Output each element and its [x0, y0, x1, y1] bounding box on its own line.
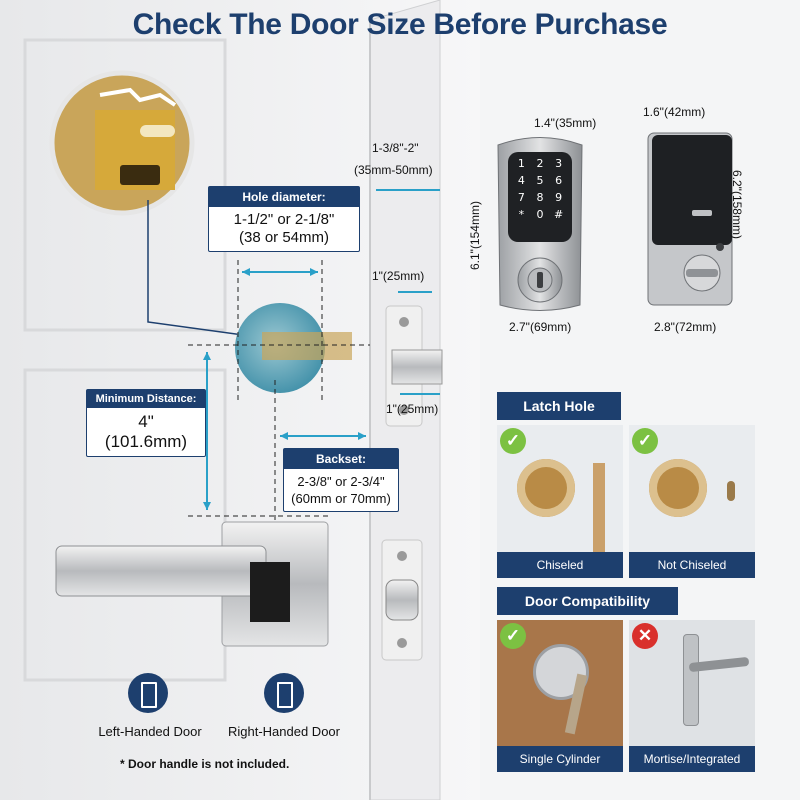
- latch-hole-label-not-chiseled: Not Chiseled: [629, 552, 755, 578]
- hole-diameter-imperial: 1-1/2" or 2-1/8": [233, 211, 335, 228]
- interior-height-dim: 6.2"(158mm): [730, 170, 744, 239]
- keypad-key: *: [518, 208, 525, 221]
- min-distance-value: 4" (101.6mm): [87, 408, 205, 456]
- page-title: Check The Door Size Before Purchase: [132, 8, 668, 41]
- latch-bolt: [391, 349, 443, 385]
- lever-handle: [55, 545, 267, 597]
- latch-hole-card-chiseled: ✓ Chiseled: [497, 425, 623, 578]
- door-compat-card-single-cylinder: ✓ Single Cylinder: [497, 620, 623, 772]
- left-handed-door-icon: [128, 673, 168, 713]
- exterior-depth-dim: 1.4"(35mm): [534, 116, 597, 130]
- keypad-key: 9: [555, 191, 563, 204]
- latch-hole-heading: Latch Hole: [497, 392, 621, 420]
- interior-width-dim: 2.8"(72mm): [654, 320, 717, 334]
- keypad-key: 0: [536, 208, 544, 221]
- door-compat-label-mortise: Mortise/Integrated: [629, 746, 755, 772]
- keypad-key: 3: [555, 157, 563, 170]
- door-illustration: [0, 0, 480, 800]
- check-badge-icon: ✓: [632, 428, 658, 454]
- keypad-key: 4: [517, 174, 525, 187]
- check-badge-icon: ✓: [500, 428, 526, 454]
- min-distance-metric: (101.6mm): [104, 432, 188, 451]
- door-thickness-imperial: 1-3/8"-2": [372, 141, 419, 155]
- door-thickness-metric: (35mm-50mm): [354, 163, 433, 177]
- check-badge-icon: ✓: [500, 623, 526, 649]
- interior-depth-dim: 1.6"(42mm): [643, 105, 706, 119]
- backset-imperial: 2-3/8" or 2-3/4": [297, 474, 385, 489]
- keypad-key: 1: [517, 157, 525, 170]
- latch-depth-dim: 1"(25mm): [386, 402, 439, 416]
- hole-diameter-value: 1-1/2" or 2-1/8" (38 or 54mm): [209, 207, 359, 251]
- keypad-key: 8: [536, 191, 544, 204]
- right-handed-door-icon: [264, 673, 304, 713]
- exterior-keypad-unit: [497, 137, 583, 311]
- backset-value: 2-3/8" or 2-3/4" (60mm or 70mm): [284, 469, 398, 511]
- min-distance-heading: Minimum Distance:: [87, 390, 205, 408]
- min-distance-callout: Minimum Distance: 4" (101.6mm): [86, 389, 206, 457]
- exterior-width-dim: 2.7"(69mm): [509, 320, 572, 334]
- latch-hole-label-chiseled: Chiseled: [497, 552, 623, 578]
- backset-callout: Backset: 2-3/8" or 2-3/4" (60mm or 70mm): [283, 448, 399, 512]
- latch-hole-card-not-chiseled: ✓ Not Chiseled: [629, 425, 755, 578]
- door-compat-heading: Door Compatibility: [497, 587, 678, 615]
- keypad-key: 7: [517, 191, 525, 204]
- backset-metric: (60mm or 70mm): [291, 491, 391, 506]
- interior-unit: [647, 132, 733, 306]
- cross-badge-icon: ✕: [632, 623, 658, 649]
- left-handed-door-label: Left-Handed Door: [98, 724, 202, 739]
- backset-heading: Backset:: [284, 449, 398, 469]
- exterior-height-dim: 6.1"(154mm): [468, 201, 482, 270]
- hole-diameter-metric: (38 or 54mm): [238, 229, 330, 246]
- keypad-key: 5: [536, 174, 544, 187]
- min-distance-imperial: 4": [138, 412, 154, 431]
- footnote: * Door handle is not included.: [120, 757, 290, 771]
- hole-diameter-heading: Hole diameter:: [209, 187, 359, 207]
- door-panel-upper: [23, 38, 227, 332]
- keypad-key: #: [554, 208, 564, 221]
- keypad-key: 6: [555, 174, 563, 187]
- latch-width-dim: 1"(25mm): [372, 269, 425, 283]
- right-handed-door-label: Right-Handed Door: [227, 724, 340, 739]
- keypad-key: 2: [536, 157, 544, 170]
- hole-diameter-callout: Hole diameter: 1-1/2" or 2-1/8" (38 or 5…: [208, 186, 360, 252]
- door-compat-card-mortise: ✕ Mortise/Integrated: [629, 620, 755, 772]
- door-compat-label-single-cylinder: Single Cylinder: [497, 746, 623, 772]
